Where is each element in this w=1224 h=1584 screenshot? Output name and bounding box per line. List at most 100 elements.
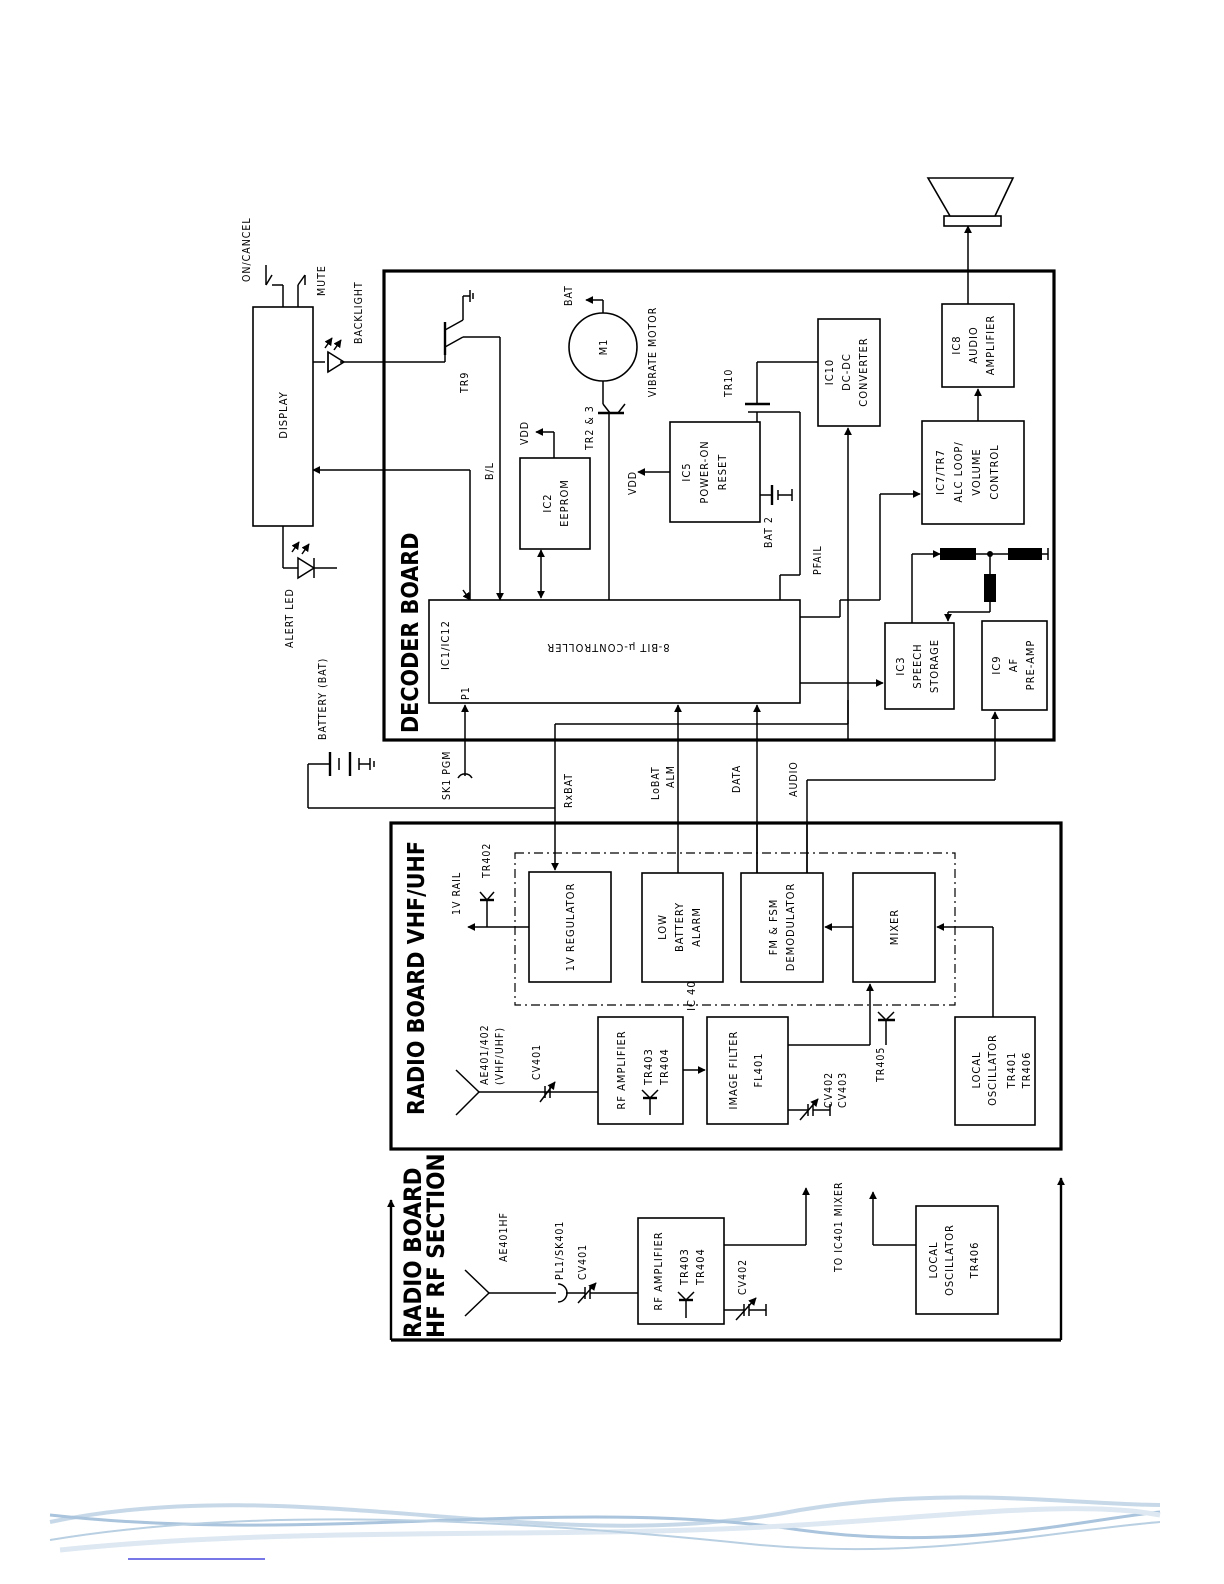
pl1-label: PL1/SK401 (554, 1221, 566, 1280)
hf-lo-line1: LOCAL (927, 1241, 940, 1278)
ic8-audio-amplifier-block: IC8 AUDIO AMPLIFIER (941, 303, 1015, 388)
ic9-line3: PRE-AMP (1024, 640, 1037, 691)
microcontroller-label: 8-BIT µ-CONTROLLER (546, 641, 669, 654)
tr405-label: TR405 (875, 1047, 887, 1083)
ic7-line4: CONTROL (988, 444, 1001, 499)
ic7-line2: ALC LOOP/ (952, 441, 965, 502)
battery-label: BATTERY (BAT) (317, 658, 329, 740)
rfamp-tr403: TR403 (642, 1048, 655, 1086)
tr9-label: TR9 (459, 372, 471, 394)
ae401-label: AE401/402 (479, 1024, 491, 1085)
speaker-icon (926, 177, 1015, 227)
lobat-label: LoBAT (650, 766, 662, 800)
ic3-line2: SPEECH (911, 643, 924, 688)
radio-board-hf: RADIO BOARD HF RF SECTION RF AMPLIFIER T… (387, 1153, 1065, 1342)
alert-led-icon (282, 526, 337, 580)
cv402hf-label: CV402 (737, 1259, 749, 1295)
pfail-label: PFAIL (812, 545, 824, 575)
radio-board-hf-title-1: RADIO BOARD (399, 1167, 427, 1338)
display-area: DISPLAY ON/CANCEL MUTE BACKLIGHT (241, 217, 800, 809)
vdd-label-eeprom: VDD (519, 421, 531, 445)
radio-board-vhf-frame (389, 821, 1063, 1151)
microcontroller-block: IC1/IC12 P1 8-BIT µ-CONTROLLER (428, 599, 801, 704)
radio-board-vhf: RADIO BOARD VHF/UHF IC 401 1V REGULATOR … (389, 808, 1063, 1151)
ic7-alc-volume-block: IC7/TR7 ALC LOOP/ VOLUME CONTROL (921, 420, 1025, 525)
ic8-line3: AMPLIFIER (984, 315, 997, 375)
ic5-label: IC5 (680, 462, 693, 481)
ic9-af-preamp-block: IC9 AF PRE-AMP (981, 620, 1048, 711)
demod-line2: DEMODULATOR (784, 883, 797, 971)
hf-rfamp-tr404: TR404 (694, 1248, 707, 1286)
hf-rfamp-tr403: TR403 (678, 1248, 691, 1286)
ic3-label: IC3 (894, 656, 907, 675)
display-label: DISPLAY (277, 391, 290, 439)
ic5-line2: POWER-ON (698, 440, 711, 503)
ic5-power-on-reset-block: IC5 POWER-ON RESET (669, 421, 761, 523)
lowbat-line3: ALARM (690, 907, 703, 947)
lo-tr401: TR401 (1005, 1052, 1018, 1090)
ic2-sub-label: EEPROM (558, 479, 571, 527)
ic10-line3: CONVERTER (857, 337, 870, 406)
lo-line1: LOCAL (970, 1051, 983, 1088)
ic3-line3: STORAGE (928, 639, 941, 693)
to-mixer-label: TO IC401 MIXER (833, 1181, 845, 1273)
bat-label-motor: BAT (563, 285, 575, 306)
ic3-speech-storage-block: IC3 SPEECH STORAGE (884, 622, 955, 710)
rfamp-label: RF AMPLIFIER (615, 1030, 628, 1109)
lowbat-line2: BATTERY (673, 902, 686, 952)
ic2-eeprom-block: IC2 EEPROM (519, 457, 591, 550)
rail-label: 1V RAIL (451, 872, 463, 915)
cv402-label: CV402 (823, 1072, 835, 1108)
lowbat-line1: LOW (656, 914, 669, 940)
ic7-label: IC7/TR7 (934, 449, 947, 495)
cv401hf-label: CV401 (577, 1244, 589, 1280)
ic10-dc-dc-converter-block: IC10 DC-DC CONVERTER (817, 318, 881, 427)
bl-label: B/L (484, 462, 496, 480)
imgfilt-label: IMAGE FILTER (727, 1031, 740, 1110)
on-cancel-label: ON/CANCEL (241, 217, 253, 282)
cv403-label: CV403 (837, 1072, 849, 1108)
decoder-board-title: DECODER BOARD (398, 533, 424, 733)
rxbat-label: RxBAT (563, 773, 575, 808)
ic10-label: IC10 (823, 359, 836, 385)
hf-lo-line2: OSCILLATOR (943, 1224, 956, 1296)
hf-rfamp-label: RF AMPLIFIER (652, 1231, 665, 1310)
mixer-label: MIXER (888, 909, 901, 945)
regulator-label: 1V REGULATOR (564, 883, 577, 972)
ic7-line3: VOLUME (970, 448, 983, 495)
ic10-line2: DC-DC (840, 353, 853, 391)
imgfilt-fl401: FL401 (752, 1052, 765, 1087)
cv401-label: CV401 (531, 1044, 543, 1080)
microcontroller-id: IC1/IC12 (439, 620, 452, 670)
backlight-led-icon (313, 337, 346, 374)
ic9-label: IC9 (990, 655, 1003, 674)
tr2-3-label: TR2 & 3 (584, 405, 596, 451)
p1-label: P1 (460, 686, 472, 700)
hf-lo-tr406: TR406 (968, 1242, 981, 1280)
tr10-label: TR10 (723, 369, 735, 398)
lo-tr406: TR406 (1020, 1052, 1033, 1090)
backlight-label: BACKLIGHT (353, 281, 365, 344)
mute-label: MUTE (316, 265, 328, 296)
rfamp-tr404: TR404 (658, 1048, 671, 1086)
alm-label: ALM (665, 765, 677, 788)
demod-line1: FM & FSM (767, 899, 780, 956)
decoder-board-frame (382, 269, 1056, 742)
audio-label: AUDIO (788, 761, 800, 797)
ae401-sub: (VHF/UHF) (494, 1027, 506, 1085)
tr9-transistor: TR9 B/L (340, 290, 504, 601)
battery-icon (307, 740, 556, 809)
vibrate-motor: M1 VIBRATE MOTOR BAT TR2 & 3 (563, 285, 659, 600)
ic8-label: IC8 (950, 335, 963, 354)
footer-wave-decoration (49, 1495, 1161, 1553)
lo-line2: OSCILLATOR (986, 1034, 999, 1106)
data-label: DATA (731, 765, 743, 793)
ic9-line2: AF (1007, 658, 1020, 672)
ic5-line3: RESET (716, 454, 729, 491)
tr402-label: TR402 (481, 843, 493, 879)
tr10-transistor: TR10 PFAIL (723, 361, 824, 600)
decoder-board: DECODER BOARD IC1/IC12 P1 8-BIT µ-CONTRO… (312, 225, 1056, 873)
ic8-line2: AUDIO (967, 326, 980, 363)
radio-board-vhf-title: RADIO BOARD VHF/UHF (404, 841, 430, 1115)
